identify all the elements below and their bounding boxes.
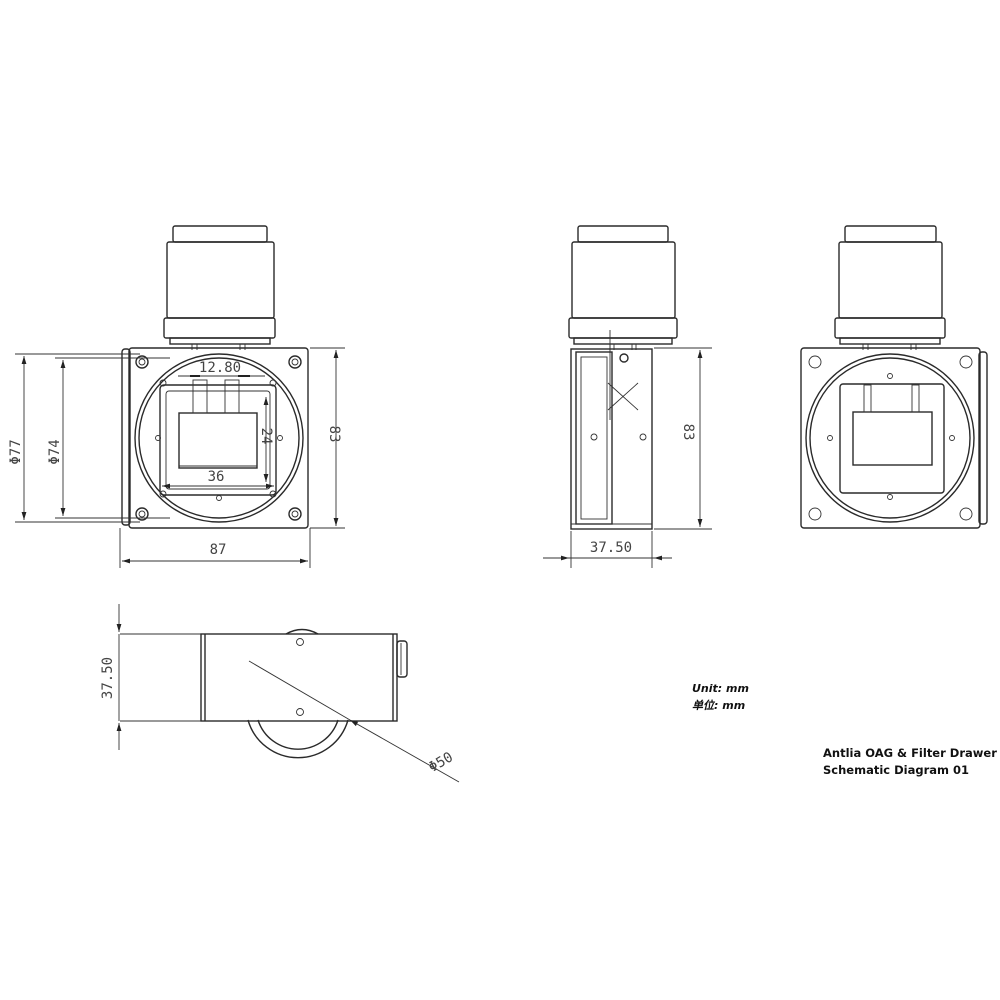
side-eyepiece-tube [568,225,678,420]
diagram-title-block: Antlia OAG & Filter Drawer Schematic Dia… [823,745,997,779]
dim-front-window-width: 36 [208,469,225,485]
dim-side-height: 83 [680,424,696,441]
side-body [570,348,653,530]
dim-front-height: 83 [326,426,342,443]
front-view [15,225,345,568]
unit-label-en: Unit: mm [692,682,749,695]
top-view [116,604,460,783]
front-eyepiece-tube [163,225,276,350]
rear-body-plate [800,347,988,529]
dim-front-width: 87 [210,542,227,558]
dim-front-slot-width: 12.80 [199,360,241,376]
rear-eyepiece-tube [834,225,946,350]
side-view [543,225,712,568]
side-dimensions [543,347,712,568]
front-dimensions [15,347,345,568]
front-body-plate [121,347,309,529]
dim-front-inner-diameter: Φ74 [47,439,63,464]
diagram-title: Antlia OAG & Filter Drawer [823,746,997,760]
diagram-subtitle: Schematic Diagram 01 [823,763,969,777]
unit-label-cn: 单位: mm [692,699,746,712]
dim-side-depth: 37.50 [590,540,632,556]
unit-note: Unit: mm 单位: mm [692,680,749,714]
dim-front-outer-diameter: Φ77 [8,439,24,464]
dim-front-window-height: 24 [258,428,274,445]
dim-top-thickness: 37.50 [100,657,116,699]
rear-view [800,225,988,529]
